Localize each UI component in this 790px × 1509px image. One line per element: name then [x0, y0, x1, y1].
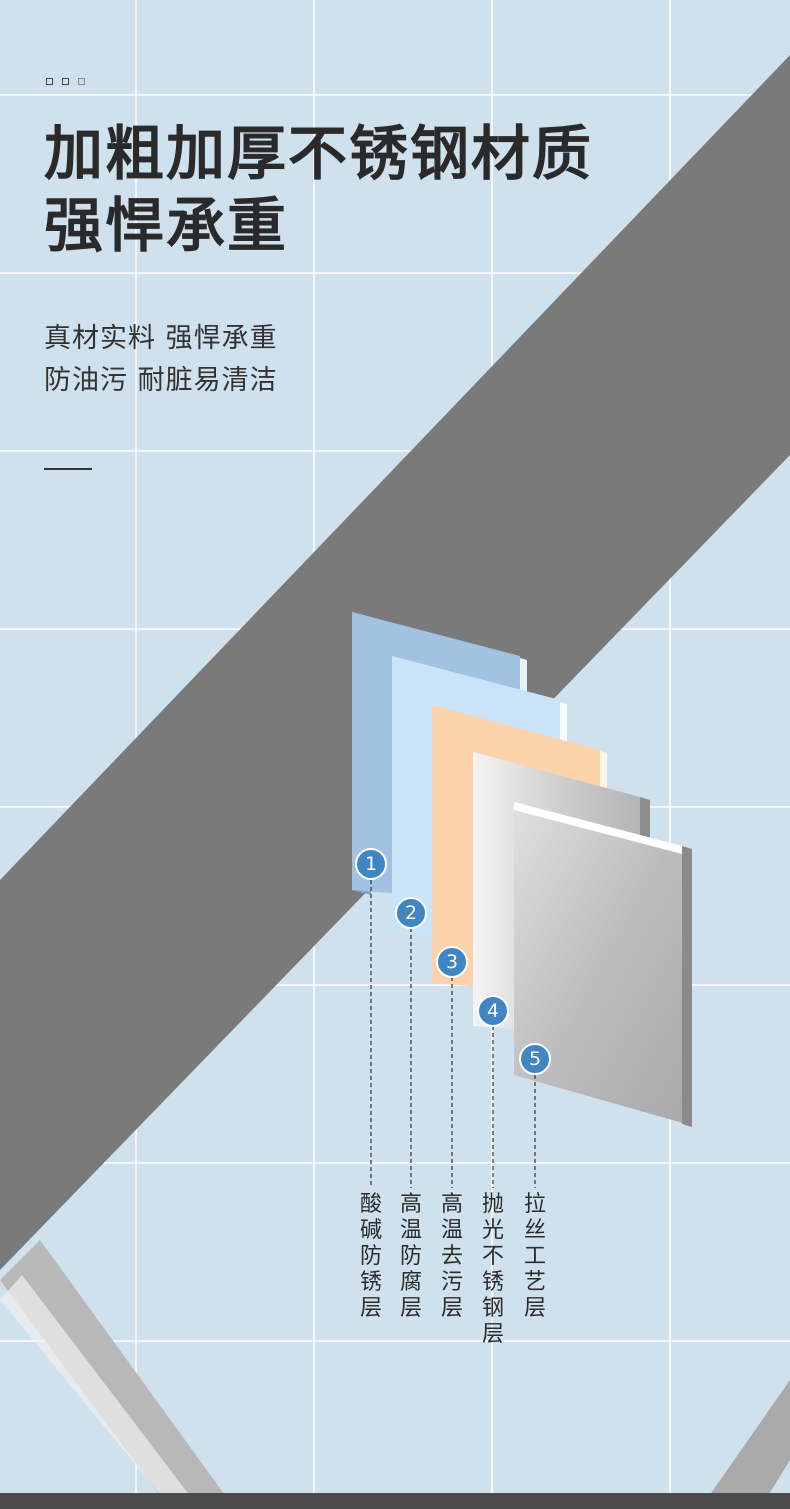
subheadline-line-2: 防油污 耐脏易清洁	[44, 365, 278, 396]
headline-line-2: 强悍承重	[44, 191, 289, 260]
layer-label-5: 拉丝工艺层	[523, 1192, 546, 1321]
layer-badge-5: 5	[519, 1043, 551, 1075]
layer-plate-5	[514, 802, 692, 1127]
layer-label-2: 高温防腐层	[399, 1192, 422, 1321]
decorative-squares	[46, 78, 85, 85]
layer-label-4: 抛光不锈钢层	[481, 1192, 504, 1347]
layer-label-3: 高温去污层	[440, 1192, 463, 1321]
layer-badge-3: 3	[436, 946, 468, 978]
layer-label-1: 酸碱防锈层	[359, 1192, 382, 1321]
headline: 加粗加厚不锈钢材质 强悍承重	[44, 118, 593, 262]
divider-line	[44, 468, 92, 470]
layer-badge-2: 2	[395, 897, 427, 929]
layer-badge-4: 4	[477, 995, 509, 1027]
support-pipe	[0, 1240, 790, 1509]
square-icon	[78, 78, 85, 85]
square-icon	[46, 78, 53, 85]
leader-lines	[370, 880, 536, 1188]
layer-badge-1: 1	[355, 848, 387, 880]
headline-line-1: 加粗加厚不锈钢材质	[44, 119, 594, 188]
subheadline: 真材实料 强悍承重 防油污 耐脏易清洁	[44, 318, 278, 402]
square-icon	[62, 78, 69, 85]
subheadline-line-1: 真材实料 强悍承重	[44, 323, 278, 354]
layer-stack	[352, 612, 692, 1127]
